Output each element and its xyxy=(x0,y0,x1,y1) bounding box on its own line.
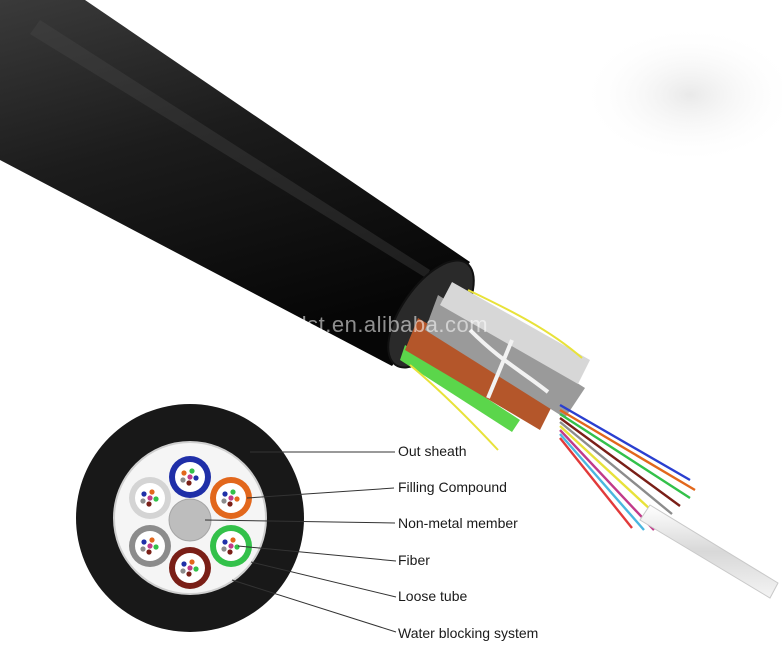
leader-fiber xyxy=(237,545,397,562)
exposed-tube-brown xyxy=(405,318,555,430)
label-loose-tube: Loose tube xyxy=(398,588,468,604)
loose-tube-orange xyxy=(210,477,252,519)
yellow-yarn-top xyxy=(467,289,583,359)
cable-outer-sheath xyxy=(0,0,470,366)
label-water-blocking-system: Water blocking system xyxy=(398,625,539,641)
leader-lines xyxy=(204,451,397,633)
background-glow xyxy=(580,25,782,165)
label-filling-compound: Filling Compound xyxy=(398,479,507,495)
leader-water-blocking xyxy=(231,579,397,633)
exposed-tube-light xyxy=(440,282,590,384)
label-out-sheath: Out sheath xyxy=(398,443,467,459)
exposed-binder-tape xyxy=(468,328,550,394)
exposed-tube-green xyxy=(400,345,520,432)
loose-tube-brown xyxy=(169,547,211,589)
yellow-yarn-bottom xyxy=(409,364,499,451)
label-non-metal-member: Non-metal member xyxy=(398,515,518,531)
watermark-text: wdst.en.alibaba.com xyxy=(278,312,489,337)
loose-tube-green xyxy=(210,525,252,567)
label-fiber: Fiber xyxy=(398,552,430,568)
cross-section-center-member xyxy=(168,498,212,542)
loose-tube-blue xyxy=(169,456,211,498)
central-strength-rod xyxy=(639,504,779,599)
leader-filling-compound xyxy=(246,487,395,499)
exposed-binder-tape-2 xyxy=(486,339,514,399)
loose-tube-grey xyxy=(129,525,171,567)
cable-highlight xyxy=(30,20,430,278)
fiber-fan xyxy=(559,403,696,531)
loose-tube-white xyxy=(129,477,171,519)
leader-non-metal-member xyxy=(204,519,396,524)
cross-section xyxy=(76,404,304,632)
leader-loose-tube xyxy=(250,561,397,598)
